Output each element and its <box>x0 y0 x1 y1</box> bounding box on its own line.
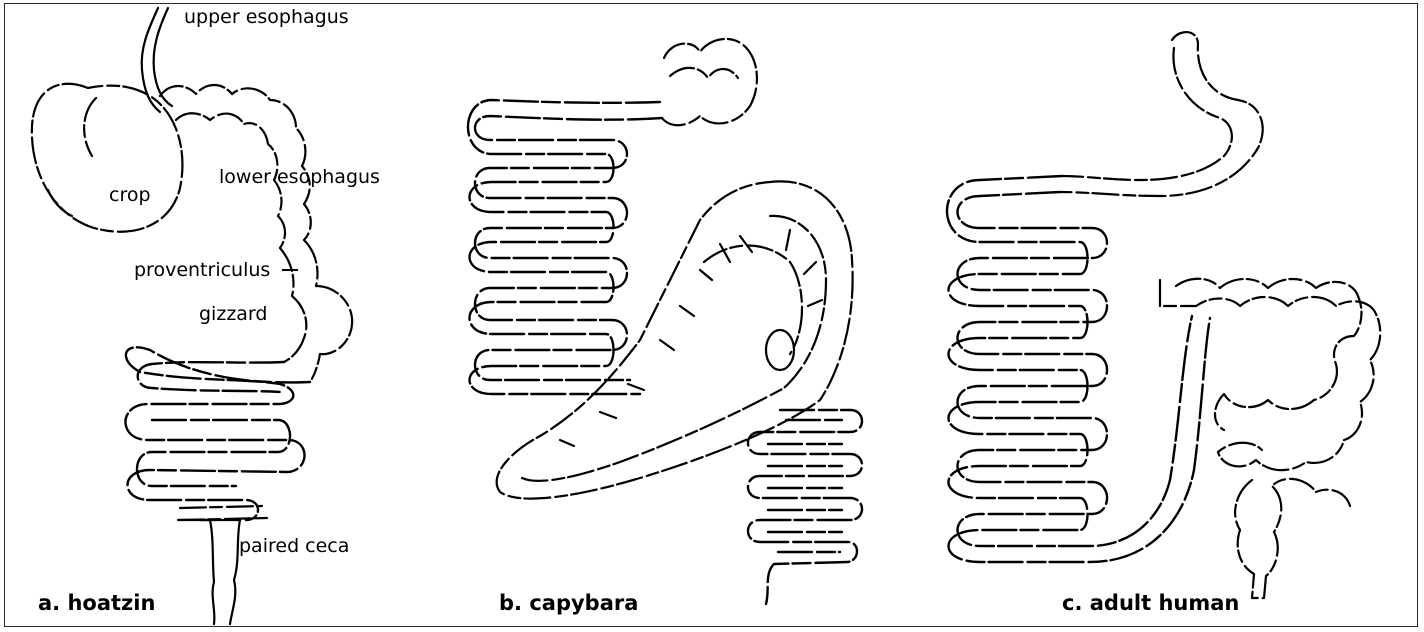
hoatzin-gizzard <box>280 248 306 362</box>
capybara-colon <box>748 410 862 604</box>
human-stomach <box>1060 32 1263 196</box>
hoatzin-crop <box>32 84 183 232</box>
label-crop: crop <box>109 186 151 205</box>
label-gizzard: gizzard <box>199 305 267 324</box>
label-paired-ceca: paired ceca <box>239 537 349 556</box>
label-lower-esophagus: lower esophagus <box>219 168 380 187</box>
caption-capybara: b. capybara <box>499 593 638 614</box>
capybara-stomach <box>662 39 757 125</box>
hoatzin-proventriculus <box>304 240 352 382</box>
capybara-digestive-tract <box>468 39 862 604</box>
hoatzin-paired-ceca <box>180 520 214 624</box>
human-large-intestine <box>1160 280 1380 470</box>
human-rectum <box>1235 479 1350 598</box>
caption-adult-human: c. adult human <box>1062 593 1239 614</box>
capybara-small-intestine <box>475 116 662 380</box>
human-digestive-tract <box>947 32 1380 598</box>
hoatzin-digestive-tract <box>32 8 352 624</box>
label-upper-esophagus: upper esophagus <box>184 8 349 27</box>
hoatzin-intestine <box>126 347 311 520</box>
caption-hoatzin: a. hoatzin <box>38 593 155 614</box>
label-proventriculus: proventriculus <box>134 261 270 280</box>
